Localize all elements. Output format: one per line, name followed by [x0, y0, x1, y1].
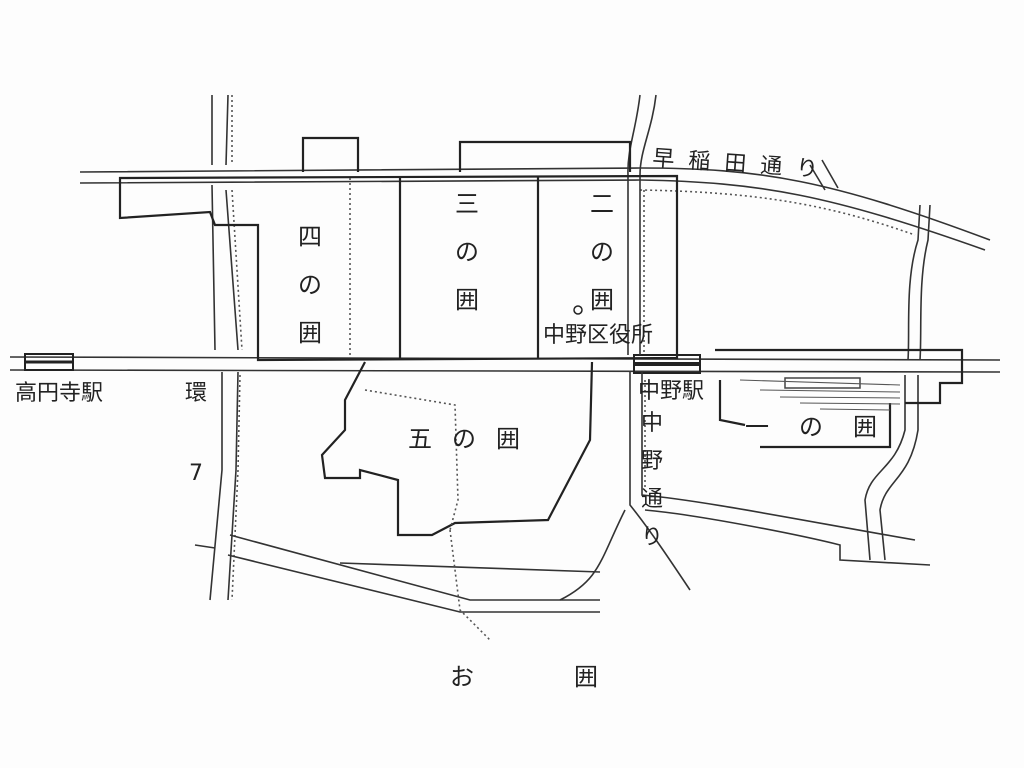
- label-nakano-dori: 中野通り: [641, 411, 663, 550]
- label-char: 二: [590, 190, 614, 218]
- nakano-station-yard: [784, 377, 861, 389]
- label-char: 通: [641, 487, 663, 512]
- label-koenji-station: 高円寺駅: [15, 381, 103, 406]
- label-char: 環: [185, 381, 207, 406]
- south-road: [227, 529, 601, 641]
- enclosure-boundaries: [118, 136, 964, 537]
- nakano-station-platform-2: [633, 364, 701, 374]
- label-char: 7: [189, 461, 203, 486]
- label-char: 三: [455, 190, 479, 218]
- ward-office-marker: [573, 305, 583, 315]
- label-char: り: [641, 525, 663, 550]
- label-char: 囲: [298, 319, 322, 347]
- label-char: の: [590, 238, 614, 266]
- label-char: の: [298, 271, 322, 299]
- label-char: 中: [641, 411, 663, 436]
- label-char: の: [455, 238, 479, 266]
- railway-line: [9, 353, 1001, 374]
- label-char: 野: [641, 449, 663, 474]
- label-nakano-ward-office: 中野区役所: [543, 323, 653, 348]
- label-enclosure-3: 三の囲: [455, 190, 479, 314]
- label-char: 四: [298, 223, 322, 251]
- label-enclosure-4: 四の囲: [298, 223, 322, 347]
- label-char: 囲: [455, 286, 479, 314]
- label-waseda-dori: 早稲田通り: [652, 146, 833, 183]
- label-nakano-station: 中野駅: [638, 379, 704, 404]
- label-enclosure-1: 一の囲: [745, 413, 907, 441]
- label-char: 囲: [590, 286, 614, 314]
- waseda-dori-road: [79, 159, 991, 251]
- east-road: [864, 204, 931, 561]
- nakano-dori-road: [559, 94, 931, 601]
- label-enclosure-5: 五の囲: [408, 425, 540, 453]
- label-enclosure-o: お囲: [450, 663, 698, 691]
- label-enclosure-2: 二の囲: [590, 190, 614, 314]
